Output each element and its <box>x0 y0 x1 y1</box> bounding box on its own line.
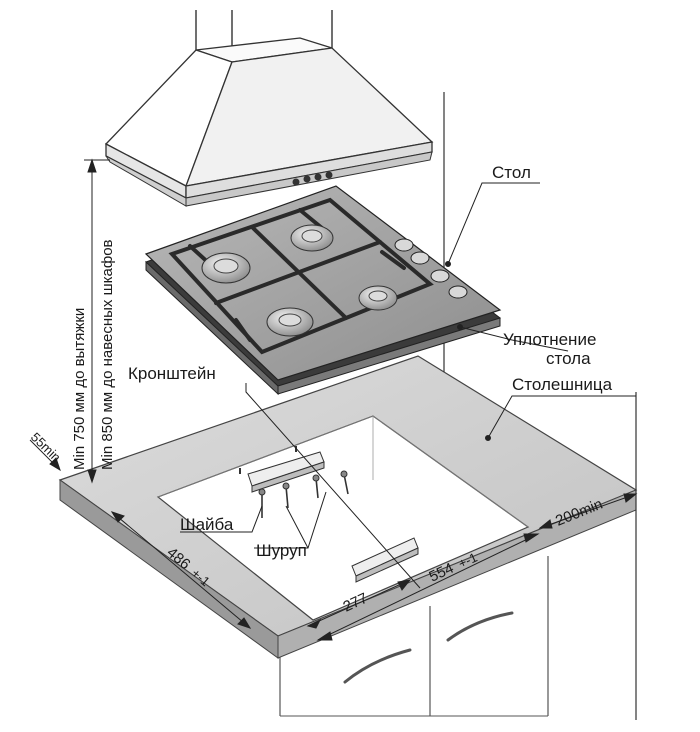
leader-lines <box>180 182 636 589</box>
knob-icon <box>430 269 450 283</box>
cabinet-handle-left <box>343 648 412 684</box>
label-shaiba: Шайба <box>180 515 234 534</box>
burner-icon <box>266 307 314 337</box>
knob-icon <box>410 251 430 265</box>
knob-icon <box>448 285 468 299</box>
hood-button-icon <box>314 173 322 181</box>
gas-hob <box>144 185 502 396</box>
label-stol: Стол <box>492 163 531 182</box>
label-min-hood: Min 750 мм до вытяжки <box>71 308 88 470</box>
dim-554-tolerance: +-1 <box>456 550 480 572</box>
label-stola: стола <box>546 349 591 368</box>
label-kronshtein: Кронштейн <box>128 364 216 383</box>
label-stoleshnitsa: Столешница <box>512 375 613 394</box>
knob-icon <box>394 238 414 252</box>
cabinet-handle-right <box>446 611 514 642</box>
label-min-cabinets: Min 850 мм до навесных шкафов <box>99 239 116 470</box>
burner-icon <box>290 224 334 252</box>
screw-icon <box>258 470 349 518</box>
hood-button-icon <box>303 175 311 183</box>
dim-55min: 55min <box>28 429 64 464</box>
hood-button-icon <box>325 171 333 179</box>
label-shurup: Шуруп <box>256 541 307 560</box>
burner-icon <box>201 252 251 284</box>
hob-grates <box>168 197 434 355</box>
hood-button-icon <box>292 178 300 186</box>
bracket-right <box>351 537 419 583</box>
burner-icon <box>358 285 398 311</box>
dimension-lines <box>29 158 638 641</box>
range-hood <box>104 10 434 207</box>
bracket-left <box>239 446 325 493</box>
label-uplotnenie: Уплотнение <box>503 330 596 349</box>
